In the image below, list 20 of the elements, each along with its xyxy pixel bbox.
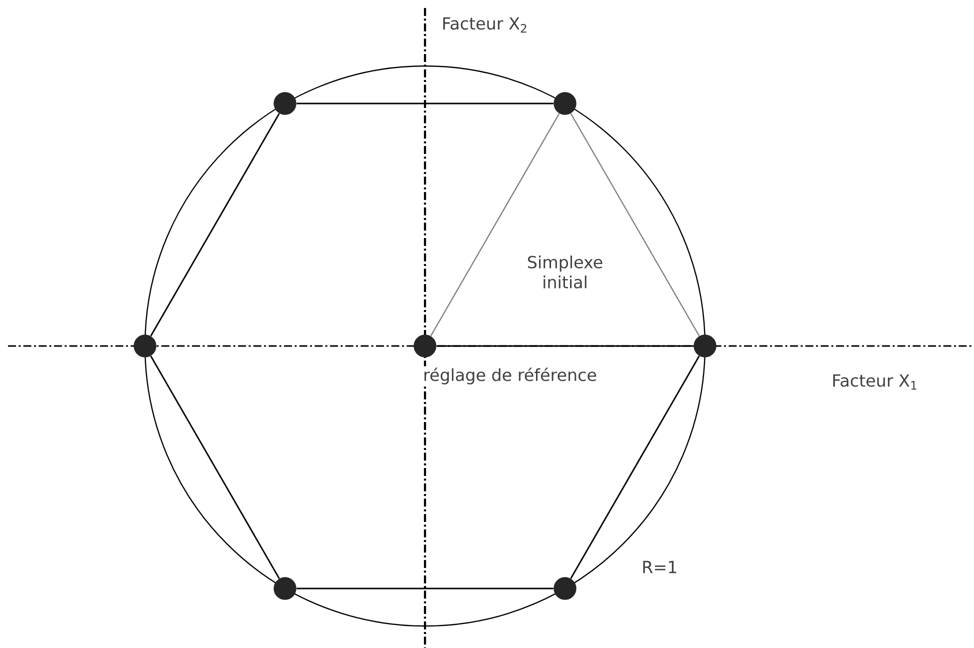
line: [296, 102, 554, 104]
line: [570, 113, 700, 336]
line: [436, 345, 694, 347]
data-point: [414, 334, 436, 358]
axis-label: R=1: [643, 560, 676, 574]
line: [430, 113, 560, 336]
line: [150, 113, 280, 336]
data-point: [554, 92, 576, 115]
axis-label: Simplexe initial: [528, 256, 602, 288]
axis-label: Facteur X$_{2}$: [443, 17, 526, 33]
data-point: [554, 577, 576, 600]
axis-label: Facteur X$_{1}$: [833, 374, 916, 390]
data-point: [134, 334, 156, 358]
line: [570, 356, 700, 579]
line: [150, 356, 280, 579]
line: [296, 588, 554, 590]
data-point: [274, 577, 296, 600]
point-label: réglage de référence: [422, 366, 598, 386]
data-point: [694, 334, 716, 358]
data-point: [274, 92, 296, 115]
